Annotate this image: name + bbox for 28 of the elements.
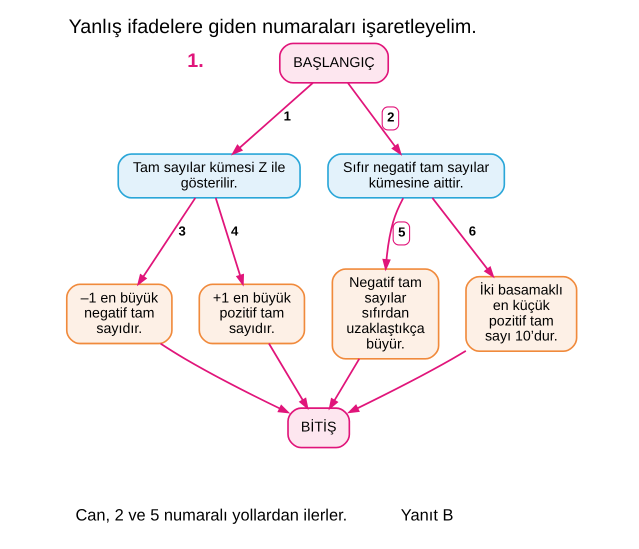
arrow xyxy=(347,350,466,414)
arrow xyxy=(231,82,314,156)
node-box: Tam sayılar kümesi Z ile gösterilir. xyxy=(117,153,301,199)
arrow xyxy=(136,197,196,286)
node-box: İki basamaklı en küçük pozitif tam sayı 10’dur. xyxy=(465,276,578,352)
edge-label: 3 xyxy=(178,224,186,239)
edge-label: 5 xyxy=(398,224,406,240)
diagram-title: Yanlış ifadelere giden numaraları işaretleyelim. xyxy=(68,16,477,38)
node-box: –1 en büyük negatif tam sayıdır. xyxy=(66,284,173,344)
node-box: Sıfır negatif tam sayılar kümesine aittir. xyxy=(327,153,506,199)
edge-label: 6 xyxy=(468,224,476,239)
label: 1. xyxy=(187,50,204,72)
node-box: Negatif tam sayılar sıfırdan uzaklaştıkça büyür. xyxy=(332,268,440,360)
node-box: BİTİŞ xyxy=(287,407,350,448)
arrow xyxy=(160,342,290,414)
edge-label: 2 xyxy=(387,109,394,124)
arrow xyxy=(382,198,404,272)
node-box: +1 en büyük pozitif tam sayıdır. xyxy=(198,284,306,344)
edge-label: 4 xyxy=(231,224,238,239)
node-box: BAŞLANGIÇ xyxy=(278,42,390,84)
arrow xyxy=(328,358,360,410)
arrow xyxy=(347,82,402,156)
arrow xyxy=(268,343,309,410)
edge-label: 1 xyxy=(284,108,291,124)
arrow xyxy=(214,198,244,287)
arrow xyxy=(432,197,495,278)
label: Yanıt B xyxy=(400,506,454,524)
label: Can, 2 ve 5 numaralı yollardan ilerler. xyxy=(75,506,348,524)
